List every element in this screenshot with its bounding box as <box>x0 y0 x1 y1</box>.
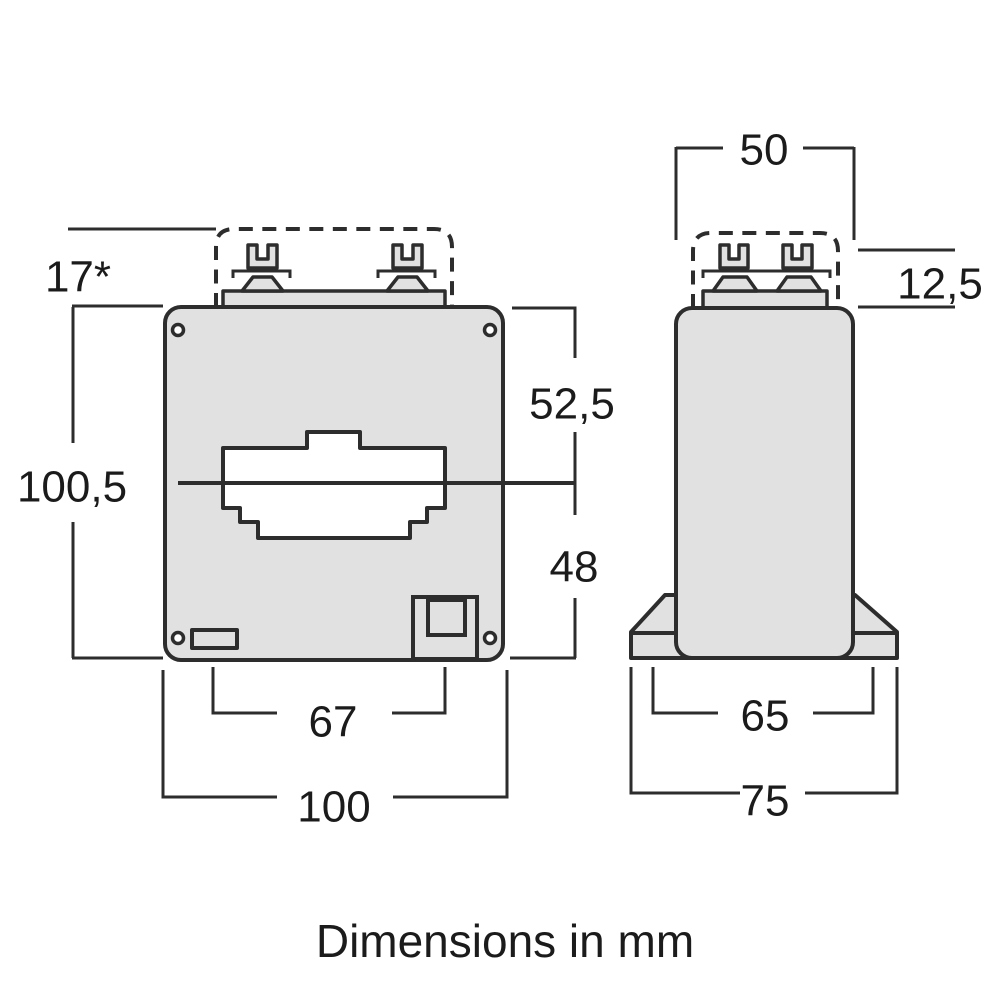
dim-75-bracket-right <box>805 667 899 795</box>
front-label-slot <box>190 628 239 650</box>
dim-label-terminal-projection: 12,5 <box>897 260 983 309</box>
dim-75-bracket-left <box>629 667 740 795</box>
side-terminal-block <box>701 289 829 310</box>
front-left-screw-base <box>240 275 285 293</box>
dim-65-bracket-right <box>813 667 875 715</box>
front-right-screw-clamp <box>376 269 437 278</box>
front-terminal-cover-dashed-outline <box>214 227 454 307</box>
front-view <box>163 227 576 662</box>
drawing-caption: Dimensions in mm <box>316 915 694 967</box>
front-corner-hole-bottom-left <box>170 630 186 646</box>
side-left-screw-head <box>718 243 750 270</box>
front-din-clip-outer <box>411 595 479 661</box>
side-view <box>629 231 899 660</box>
dim-label-center-to-bottom: 48 <box>550 543 599 592</box>
dim-label-base-width: 75 <box>741 777 790 826</box>
side-right-screw-head <box>781 243 814 270</box>
side-left-screw-base <box>711 275 759 293</box>
front-corner-hole-top-left <box>170 322 186 338</box>
front-corner-hole-bottom-right <box>482 630 498 646</box>
side-right-screw-base <box>775 275 823 293</box>
front-left-screw-head <box>246 243 279 270</box>
front-din-clip-inner <box>426 598 467 637</box>
front-left-screw-clamp <box>231 269 292 278</box>
side-screw-clamp <box>701 269 832 278</box>
front-terminal-left <box>231 243 292 293</box>
dim-67-bracket-right <box>392 667 447 715</box>
front-corner-hole-top-right <box>482 322 498 338</box>
dim-label-terminal-height: 17* <box>45 253 111 302</box>
dim-52-5-bracket <box>512 306 577 358</box>
side-body <box>674 306 855 660</box>
dim-label-body-width: 50 <box>740 126 789 175</box>
dim-100-bracket-right <box>393 670 509 799</box>
front-right-screw-head <box>391 243 424 270</box>
dim-label-overall-height: 100,5 <box>17 463 127 512</box>
side-terminal-cover-dashed-outline <box>691 231 840 308</box>
dim-label-fixing-centers: 67 <box>309 698 358 747</box>
side-dimensions: 50 12,5 65 75 <box>629 126 983 826</box>
dim-label-overall-width: 100 <box>297 783 370 832</box>
front-dimensions: 17* 100,5 52,5 48 67 100 <box>17 227 615 832</box>
front-right-screw-base <box>385 275 430 293</box>
dim-100-bracket-left <box>161 670 277 799</box>
front-terminal-right <box>376 243 437 293</box>
dim-label-base-fixing-centers: 65 <box>741 692 790 741</box>
dim-label-top-to-center: 52,5 <box>529 380 615 429</box>
dim-65-bracket-left <box>651 667 718 715</box>
dim-67-bracket-left <box>211 667 277 715</box>
